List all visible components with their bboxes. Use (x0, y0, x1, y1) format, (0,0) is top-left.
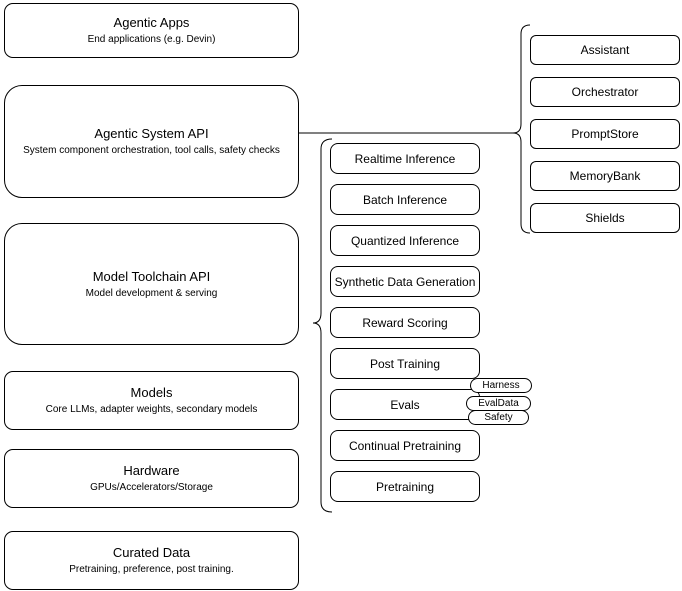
node-label: Realtime Inference (354, 151, 456, 166)
node-label: Continual Pretraining (348, 438, 462, 453)
node-label: Evals (390, 397, 420, 412)
node-label: Assistant (580, 43, 630, 57)
node-label: Batch Inference (362, 192, 448, 207)
node-subtitle: Model development & serving (85, 287, 218, 299)
node-synthetic-data-generation: Synthetic Data Generation (330, 266, 480, 297)
node-post-training: Post Training (330, 348, 480, 379)
badge-evals-harness: Harness (470, 378, 532, 393)
system-components-brace (512, 24, 531, 234)
node-batch-inference: Batch Inference (330, 184, 480, 215)
node-evals: Evals (330, 389, 480, 420)
node-models: Models Core LLMs, adapter weights, secon… (4, 371, 299, 430)
node-subtitle: Pretraining, preference, post training. (69, 564, 234, 575)
node-shields: Shields (530, 203, 680, 233)
node-title: Agentic System API (94, 126, 209, 141)
node-label: Reward Scoring (362, 315, 448, 330)
node-agentic-system-api: Agentic System API System component orch… (4, 85, 299, 198)
node-agentic-apps: Agentic Apps End applications (e.g. Devi… (4, 3, 299, 58)
node-continual-pretraining: Continual Pretraining (330, 430, 480, 461)
node-title: Model Toolchain API (92, 268, 211, 284)
badge-label: EvalData (478, 398, 519, 409)
badge-evals-evaldata: EvalData (466, 396, 531, 411)
node-model-toolchain-api: Model Toolchain API Model development & … (4, 223, 299, 345)
node-reward-scoring: Reward Scoring (330, 307, 480, 338)
node-pretraining: Pretraining (330, 471, 480, 502)
node-label: Orchestrator (571, 85, 639, 99)
node-assistant: Assistant (530, 35, 680, 65)
node-title: Curated Data (112, 545, 191, 560)
node-realtime-inference: Realtime Inference (330, 143, 480, 174)
node-orchestrator: Orchestrator (530, 77, 680, 107)
badge-label: Harness (482, 380, 520, 391)
badge-label: Safety (484, 412, 513, 423)
node-subtitle: GPUs/Accelerators/Storage (90, 482, 213, 493)
node-label: MemoryBank (569, 169, 641, 183)
node-title: Models (130, 385, 173, 400)
node-subtitle: End applications (e.g. Devin) (87, 34, 216, 45)
node-hardware: Hardware GPUs/Accelerators/Storage (4, 449, 299, 508)
node-promptstore: PromptStore (530, 119, 680, 149)
node-title: Agentic Apps (113, 15, 190, 30)
node-label: Synthetic Data Generation (334, 274, 476, 289)
node-memorybank: MemoryBank (530, 161, 680, 191)
node-label: Shields (585, 211, 625, 225)
node-subtitle: System component orchestration, tool cal… (23, 145, 280, 156)
node-subtitle: Core LLMs, adapter weights, secondary mo… (45, 404, 258, 415)
node-label: PromptStore (571, 127, 639, 141)
node-quantized-inference: Quantized Inference (330, 225, 480, 256)
node-label: Pretraining (375, 479, 435, 494)
node-label: Quantized Inference (350, 233, 460, 248)
node-curated-data: Curated Data Pretraining, preference, po… (4, 531, 299, 590)
node-title: Hardware (123, 463, 180, 478)
badge-evals-safety: Safety (468, 410, 529, 425)
node-label: Post Training (369, 356, 441, 371)
